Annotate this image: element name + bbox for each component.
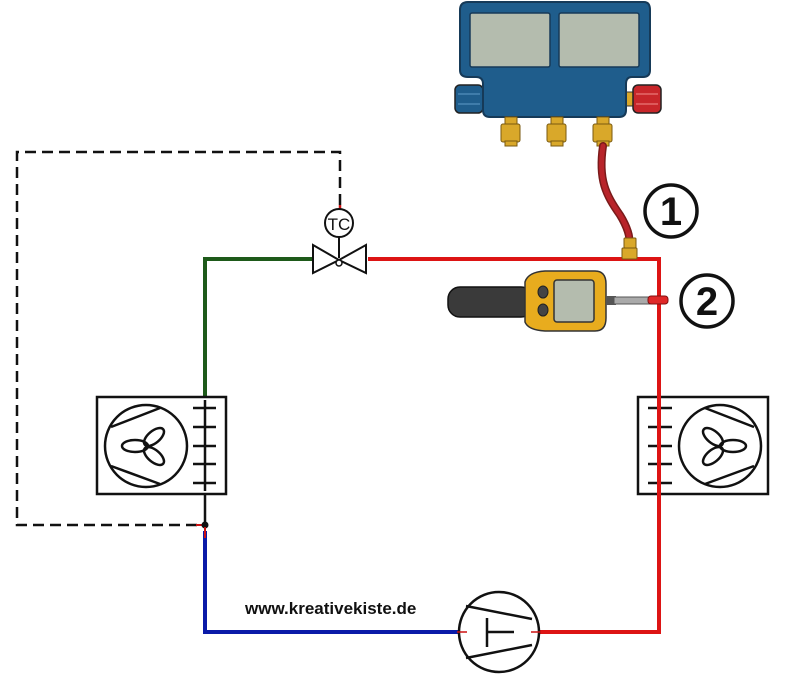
manifold-gauge [454,1,662,147]
low-side-knob [454,84,484,114]
fan-icon [120,426,166,467]
callout-2: 2 [679,273,735,329]
low-pressure-screen [469,12,551,68]
digital-thermometer [447,270,669,332]
thermometer-probe [613,296,651,305]
thermometer-grip [447,286,534,318]
fan-icon [701,426,748,467]
service-port-fitting [621,237,638,260]
expansion-valve: TC [312,205,367,275]
tc-label: TC [328,215,351,234]
blue-suction-line [203,531,460,634]
valve-right-triangle [336,243,367,275]
callout-1-number: 1 [660,190,682,234]
high-side-knob [632,84,662,114]
compressor [457,590,541,674]
probe-tip [647,295,669,305]
thermometer-screen [553,279,595,323]
valve-left-triangle [312,243,342,275]
callout-1: 1 [643,183,699,239]
sensor-capillary-line [15,150,342,527]
watermark-text: www.kreativekiste.de [244,599,416,618]
callout-2-number: 2 [696,280,718,324]
high-pressure-screen [558,12,640,68]
green-line [203,257,313,400]
junction-dot [201,521,209,529]
condenser-unit [636,390,770,500]
evaporator-unit [95,395,228,496]
